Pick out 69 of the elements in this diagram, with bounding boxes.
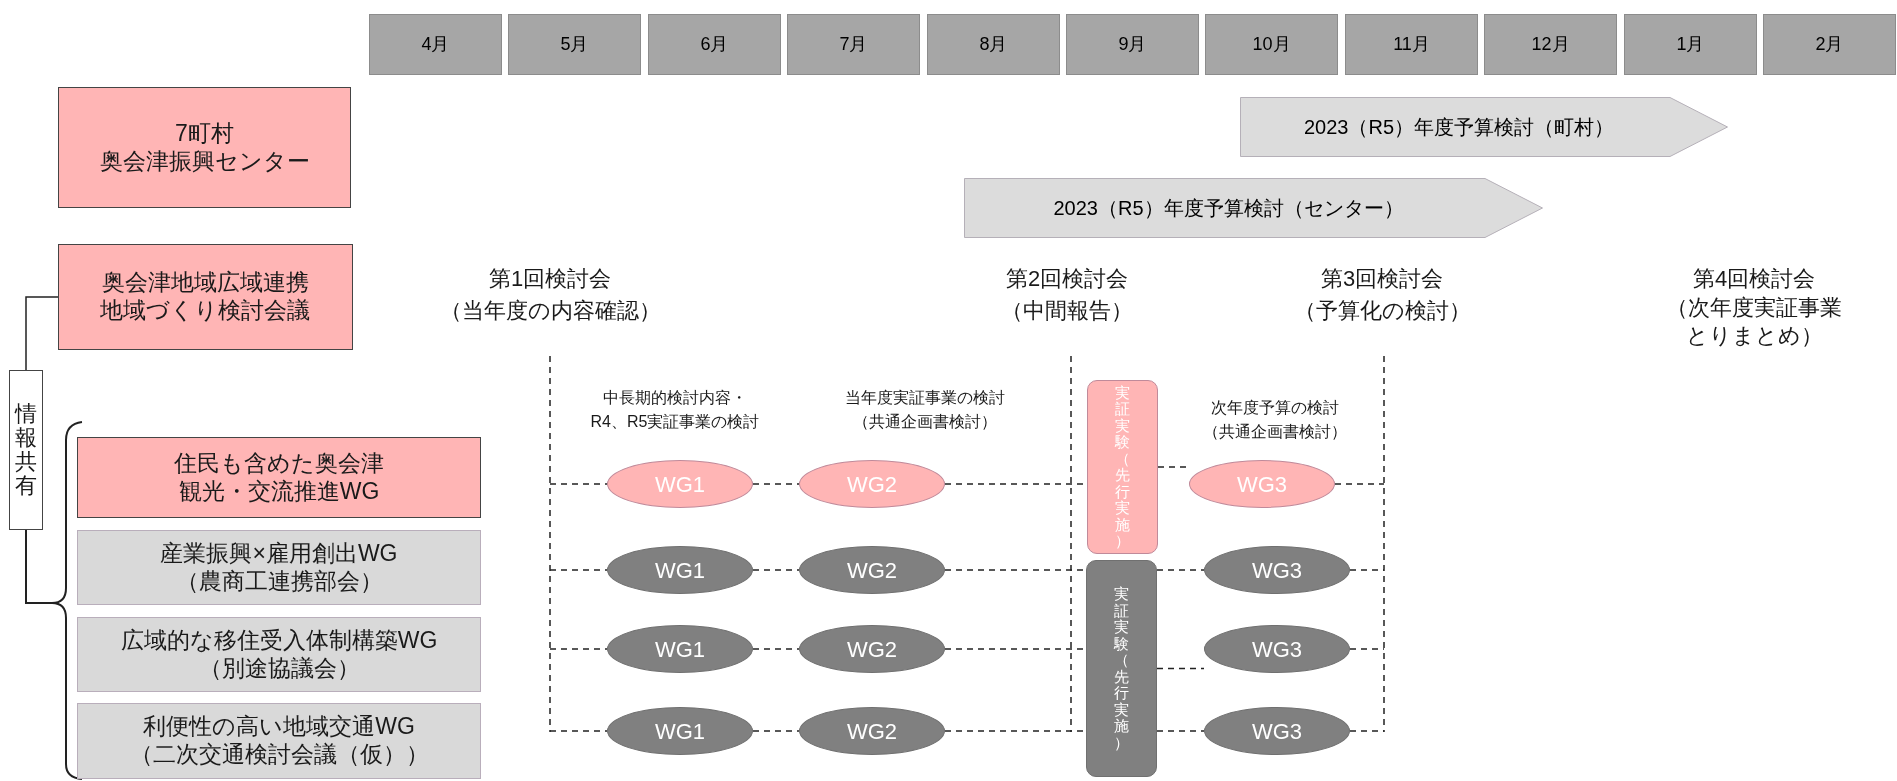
wg-label: WG3	[1251, 635, 1303, 664]
note-text: （共通企画書検討）	[1203, 422, 1347, 442]
budget-arrow-text: 2023（R5）年度予算検討（町村）	[1303, 115, 1615, 140]
tag-box	[9, 370, 43, 530]
organization-box	[58, 244, 353, 350]
note-text: 当年度実証事業の検討	[845, 388, 1005, 408]
dashed-connector	[1156, 667, 1205, 670]
box-text: 奥会津地域広域連携地域づくり検討会議	[99, 269, 312, 325]
wg-label: WG1	[654, 556, 706, 585]
organization-box	[77, 617, 481, 692]
wg-label: WG2	[846, 556, 898, 585]
meeting-subtitle: （中間報告）	[1001, 297, 1133, 325]
box-text: 住民も含めた奥会津観光・交流推進WG	[173, 449, 385, 506]
wg-label: WG3	[1251, 556, 1303, 585]
box-text: （農商工連携部会）	[175, 567, 383, 596]
box-text: 利便性の高い地域交通WG	[143, 713, 415, 741]
budget-arrow-text: 2023（R5）年度予算検討（センター）	[1053, 196, 1404, 221]
experiment-box	[1087, 380, 1158, 554]
dashed-connector	[752, 569, 800, 571]
vertical-text: 実証実験（先行実施）	[1115, 384, 1130, 550]
month-header-box: 11月	[1345, 14, 1478, 75]
wg-label: WG2	[846, 635, 898, 664]
note-text: 次年度予算の検討	[1211, 398, 1339, 418]
month-header-box: 2月	[1763, 14, 1896, 75]
month-header-box: 4月	[369, 14, 502, 75]
meeting-title: 第3回検討会	[1320, 265, 1444, 293]
box-text: 7町村	[175, 119, 234, 148]
organization-box	[77, 703, 481, 779]
wg-label: WG1	[654, 717, 706, 746]
meeting-subtitle: （予算化の検討）	[1293, 297, 1471, 325]
meeting-title: 第1回検討会	[488, 265, 612, 293]
connector-line	[25, 296, 59, 371]
meeting-subtitle: （当年度の内容確認）	[439, 297, 661, 325]
month-header-box: 12月	[1484, 14, 1617, 75]
dashed-connector	[752, 730, 800, 732]
month-header-box: 1月	[1624, 14, 1757, 75]
month-header-box: 5月	[508, 14, 641, 75]
wg-label: WG3	[1251, 717, 1303, 746]
month-header-box: 10月	[1205, 14, 1338, 75]
vertical-text: 情報共有	[15, 401, 37, 499]
note-text: R4、R5実証事業の検討	[590, 412, 760, 432]
dashed-connector	[1156, 730, 1205, 732]
vertical-text: 実証実験（先行実施）	[1114, 586, 1129, 751]
meeting-title: 第4回検討会	[1692, 265, 1816, 293]
dashed-connector	[1156, 569, 1205, 571]
experiment-box	[1086, 560, 1157, 777]
box-text: （別途協議会）	[198, 654, 360, 683]
month-header-box: 9月	[1066, 14, 1199, 75]
organization-box	[58, 87, 351, 208]
meeting-title: 第2回検討会	[1005, 265, 1129, 293]
note-text: 中長期的検討内容・	[603, 388, 747, 408]
dashed-connector	[752, 648, 800, 650]
box-text: （二次交通検討会議（仮））	[129, 741, 429, 769]
note-text: （共通企画書検討）	[853, 412, 997, 432]
organization-box	[77, 530, 481, 605]
month-header-box: 8月	[927, 14, 1060, 75]
organization-box	[77, 437, 481, 518]
wg-label: WG2	[846, 470, 898, 499]
wg-label: WG3	[1236, 470, 1288, 499]
box-text: 広域的な移住受入体制構築WG	[120, 626, 438, 655]
month-header-box: 7月	[787, 14, 920, 75]
meeting-subtitle: （次年度実証事業とりまとめ）	[1666, 294, 1842, 349]
box-text: 奥会津振興センター	[99, 147, 310, 176]
wg-label: WG1	[654, 635, 706, 664]
wg-label: WG1	[654, 470, 706, 499]
month-header-box: 6月	[648, 14, 781, 75]
box-text: 産業振興×雇用創出WG	[160, 539, 398, 568]
wg-label: WG2	[846, 717, 898, 746]
dashed-connector	[752, 483, 800, 485]
